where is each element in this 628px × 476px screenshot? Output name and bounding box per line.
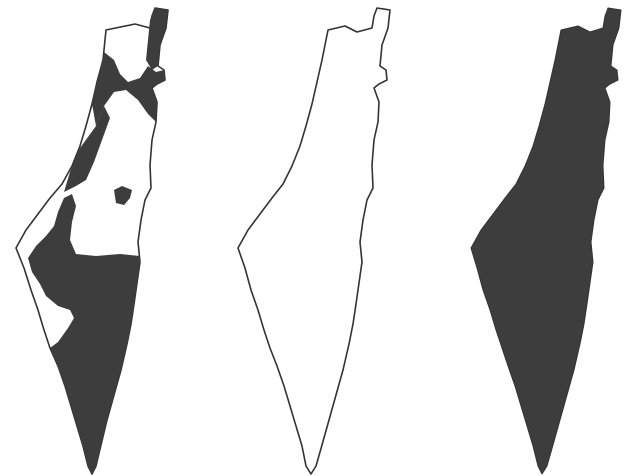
territory-solid-right <box>470 7 622 475</box>
partial-fill-map <box>15 7 169 475</box>
dark-region-north-strip <box>146 8 168 70</box>
outline-map <box>237 7 391 475</box>
dark-region-coastal <box>64 106 110 192</box>
territory-outline-middle <box>237 7 391 475</box>
dark-region-enclave <box>114 186 132 205</box>
map-panel-right <box>445 0 628 476</box>
map-panel-left <box>0 0 210 476</box>
solid-fill-map <box>470 7 622 475</box>
map-panel-middle <box>215 0 415 476</box>
dark-region-south <box>28 194 140 474</box>
dark-region-north <box>92 52 165 126</box>
